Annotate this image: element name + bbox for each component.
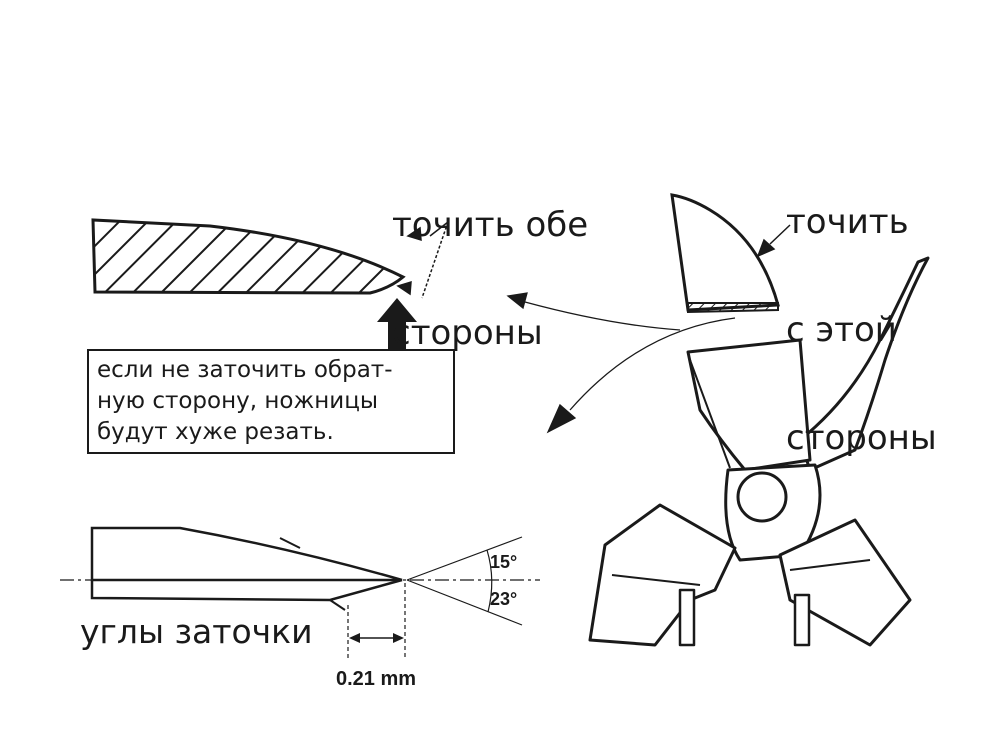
label-offset-dimension: 0.21 mm [336, 668, 417, 690]
this-side-pointer [756, 224, 791, 258]
note-line-1: если не заточить обрат- [97, 357, 393, 383]
label-angle-bottom: 23° [490, 589, 518, 609]
label-sharpen-this-line-2: с этой [786, 310, 897, 350]
note-line-3: будут хуже резать. [97, 419, 334, 445]
label-sharpen-both-sides: точить обе стороны [392, 135, 588, 387]
up-arrow-icon [377, 298, 417, 349]
label-sharpen-this-side: точить с этой стороны [786, 132, 937, 492]
curved-arrow-icon [506, 292, 736, 434]
label-sharpen-this-line-3: стороны [786, 418, 937, 458]
detached-blade-fragment [670, 193, 780, 314]
blade-cross-section-angles [60, 526, 540, 660]
label-sharpen-both-line-1: точить обе [392, 205, 589, 245]
label-sharpening-angles: углы заточки [80, 612, 313, 651]
both-sides-arrows [396, 221, 449, 299]
note-line-2: ную сторону, ножницы [97, 388, 379, 414]
pruner-illustration [588, 256, 930, 647]
label-angle-top: 15° [490, 552, 518, 572]
label-sharpen-this-line-1: точить [786, 202, 909, 242]
note-box: если не заточить обрат- ную сторону, нож… [87, 349, 455, 454]
blade-cross-section-top [91, 218, 406, 295]
label-sharpen-both-line-2: стороны [392, 313, 543, 353]
